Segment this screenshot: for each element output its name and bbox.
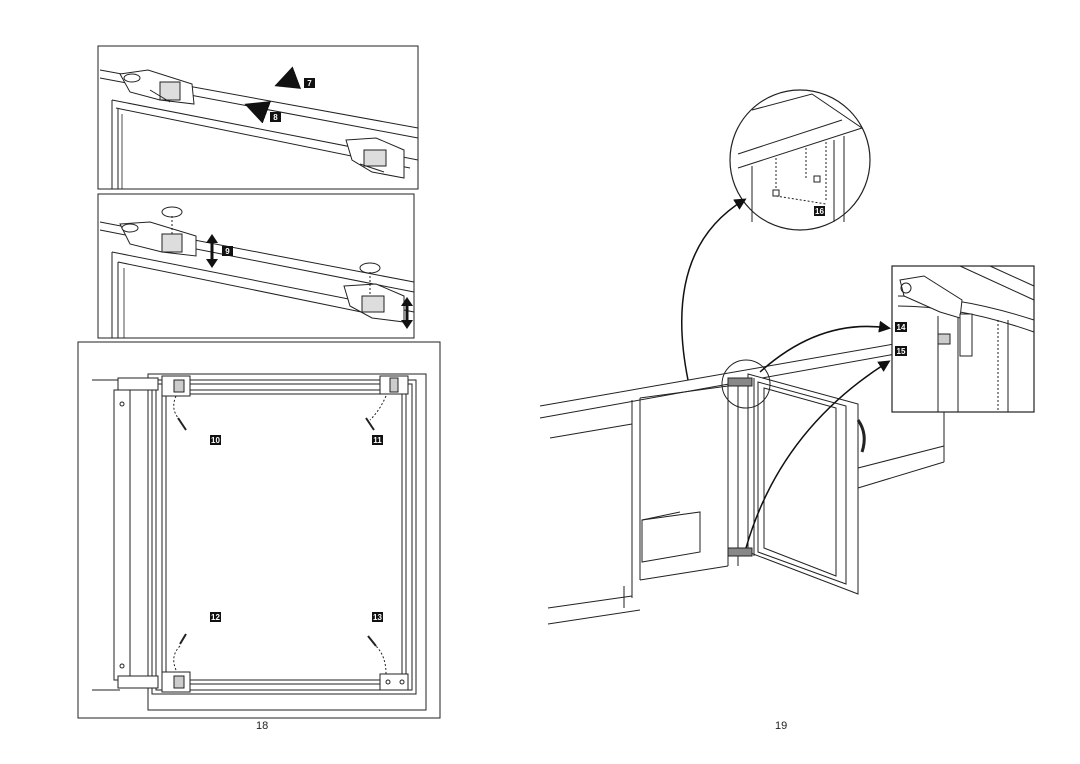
- step-14-label: 14: [897, 323, 906, 332]
- hinge-right-adjust: [343, 262, 405, 323]
- bracket-top-right: [379, 375, 409, 395]
- arrow-7: [274, 66, 302, 89]
- updown-arrow-right-icon: [401, 297, 413, 329]
- updown-arrow-icon: [206, 234, 218, 268]
- step-13-label: 13: [373, 613, 382, 622]
- callout-arrow-zoom-circle: [681, 198, 747, 381]
- hinge-left-adjust: [119, 206, 197, 257]
- hinge-bottom-front: [117, 671, 191, 693]
- step-7-label: 7: [307, 79, 312, 88]
- hinge-top-left: [119, 69, 195, 105]
- door-panel: [747, 373, 859, 595]
- panel-top-hinges-adjust: 9: [97, 193, 415, 339]
- screw-right-icon: [359, 262, 381, 274]
- step-9-label: 9: [225, 247, 230, 256]
- step-12-label: 12: [211, 613, 220, 622]
- door-handle: [856, 419, 866, 453]
- page-number-right: 19: [775, 720, 788, 732]
- arrow-8: [244, 101, 272, 124]
- zoom-detail-circle: 16: [729, 89, 871, 231]
- zoom-detail-box: 14 15: [891, 265, 1035, 413]
- screw-10-icon: [173, 395, 187, 431]
- step-8-label: 8: [273, 113, 278, 122]
- callout-arrow-14: [759, 320, 891, 373]
- screw-12-icon: [173, 633, 187, 671]
- bracket-bottom-right: [379, 673, 409, 691]
- hinge-highlight-circle: [721, 359, 771, 409]
- step-10-label: 10: [211, 436, 220, 445]
- hinge-top-right: [345, 137, 405, 179]
- screw-left-icon: [161, 206, 183, 218]
- panel-front-door: 10 11 12 13: [77, 341, 441, 719]
- page-number-left: 18: [256, 720, 269, 732]
- perspective-cabinet: [539, 335, 945, 625]
- panel-top-hinges-remove: 7 8: [97, 45, 419, 190]
- screw-13-icon: [367, 635, 387, 675]
- callout-arrow-15: [745, 360, 891, 549]
- screw-11-icon: [365, 395, 387, 431]
- step-15-label: 15: [897, 347, 906, 356]
- hinge-top-front: [117, 375, 191, 397]
- step-16-label: 16: [815, 207, 824, 216]
- step-11-label: 11: [373, 436, 382, 445]
